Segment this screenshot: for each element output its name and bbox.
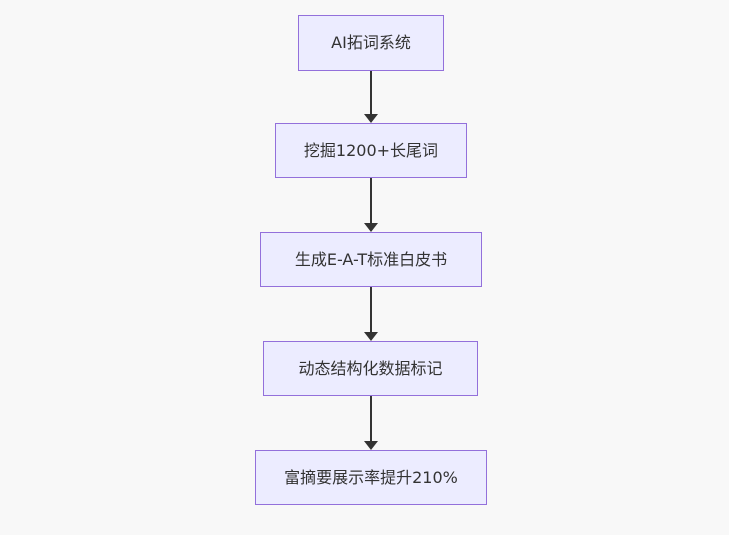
flowchart-node-eat-whitepaper: 生成E-A-T标准白皮书: [260, 232, 482, 287]
flowchart-node-structured-data: 动态结构化数据标记: [263, 341, 478, 396]
edge-line-2: [370, 178, 372, 223]
node-label: 富摘要展示率提升210%: [284, 467, 458, 487]
flowchart-node-longtail-words: 挖掘1200+长尾词: [275, 123, 467, 178]
edge-line-4: [370, 396, 372, 441]
arrowhead-down-icon: [364, 114, 378, 123]
arrowhead-down-icon: [364, 332, 378, 341]
node-label: AI拓词系统: [331, 33, 411, 53]
node-label: 挖掘1200+长尾词: [303, 140, 439, 160]
node-label: 动态结构化数据标记: [298, 358, 443, 378]
arrowhead-down-icon: [364, 441, 378, 450]
edge-line-1: [370, 71, 372, 114]
flowchart-node-rich-snippet-result: 富摘要展示率提升210%: [255, 450, 487, 505]
edge-line-3: [370, 287, 372, 332]
arrowhead-down-icon: [364, 223, 378, 232]
node-label: 生成E-A-T标准白皮书: [294, 249, 448, 269]
flowchart-node-ai-system: AI拓词系统: [298, 15, 444, 71]
